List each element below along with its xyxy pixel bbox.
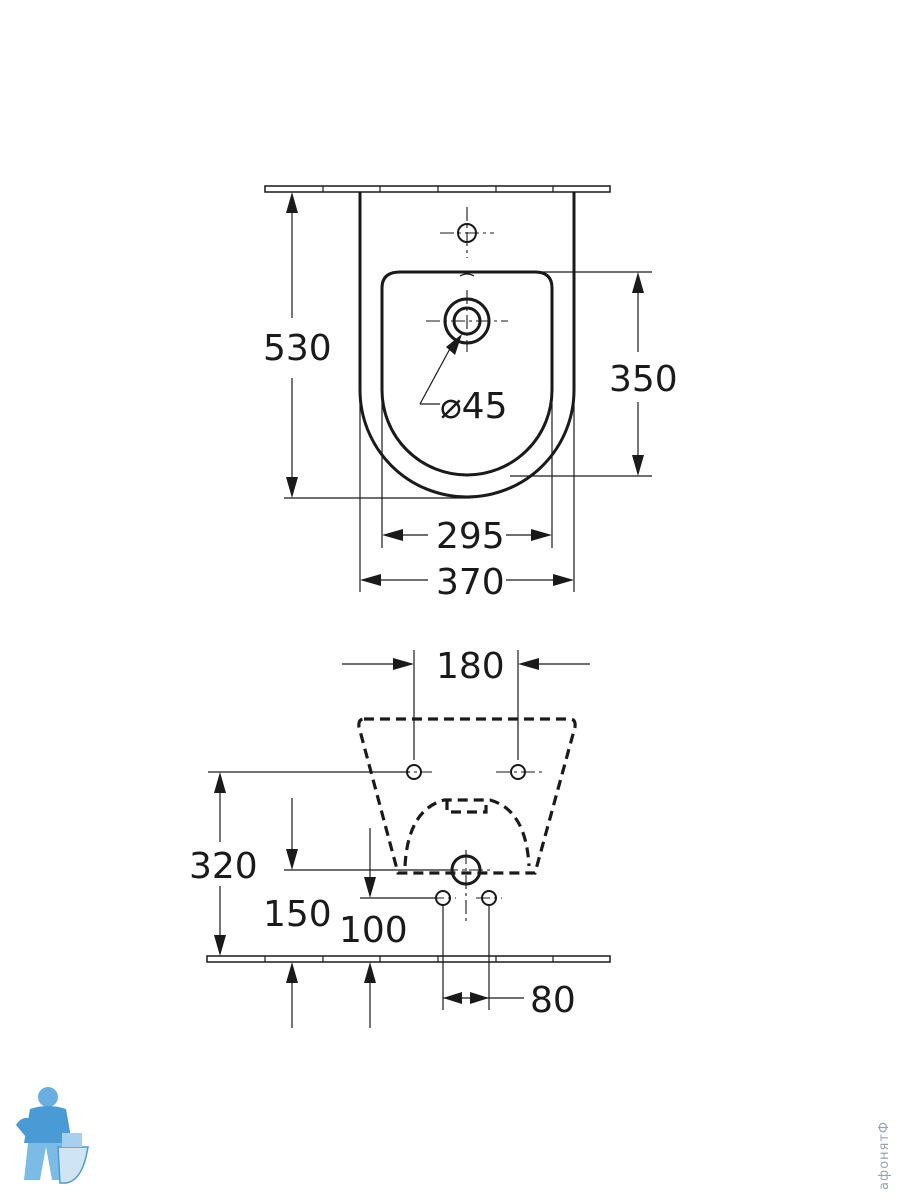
waste-outlet xyxy=(444,850,490,922)
dim-line-350 xyxy=(510,271,652,477)
top-view: ⌀45 530 350 295 xyxy=(263,185,678,603)
dim-line-80 xyxy=(442,906,524,1010)
top-wall-strip xyxy=(264,185,611,193)
bidet-inner-bowl xyxy=(380,270,554,477)
dim-line-180 xyxy=(342,650,590,760)
waste-height-100-label: 100 xyxy=(339,910,408,951)
overall-width-370-label: 370 xyxy=(436,562,505,603)
supply-height-150-label: 150 xyxy=(263,894,332,935)
supply-spacing-80-label: 80 xyxy=(530,980,576,1021)
watermark-text: афонятФ xyxy=(877,1121,892,1190)
dim-line-100 xyxy=(360,828,436,1028)
fixing-hole-right xyxy=(496,764,544,780)
tap-hole-diameter-label: ⌀45 xyxy=(440,386,507,427)
rear-wall-strip xyxy=(206,955,611,963)
overflow-slot xyxy=(459,273,475,277)
bidet-outer-outline xyxy=(358,192,576,499)
bidet-rear-outline xyxy=(357,717,577,875)
dim-line-370 xyxy=(359,400,575,592)
bidet-rear-inner-arch xyxy=(403,798,531,867)
tap-hole-upper xyxy=(440,207,494,258)
diameter-leader xyxy=(419,334,462,405)
dim-line-530 xyxy=(284,192,470,499)
bowl-depth-350-label: 350 xyxy=(609,359,678,400)
bowl-width-295-label: 295 xyxy=(436,516,505,557)
rear-view: 180 xyxy=(189,646,611,1028)
supply-hole-right xyxy=(476,890,502,906)
plumber-logo xyxy=(16,1087,89,1184)
fixing-height-320-label: 320 xyxy=(189,846,258,887)
dim-line-320 xyxy=(208,771,410,956)
drain-hole xyxy=(426,290,508,352)
dim-line-295 xyxy=(381,395,553,548)
bidet-rear-slot xyxy=(445,800,488,814)
fixing-spacing-180-label: 180 xyxy=(436,646,505,687)
height-530-label: 530 xyxy=(263,328,332,369)
